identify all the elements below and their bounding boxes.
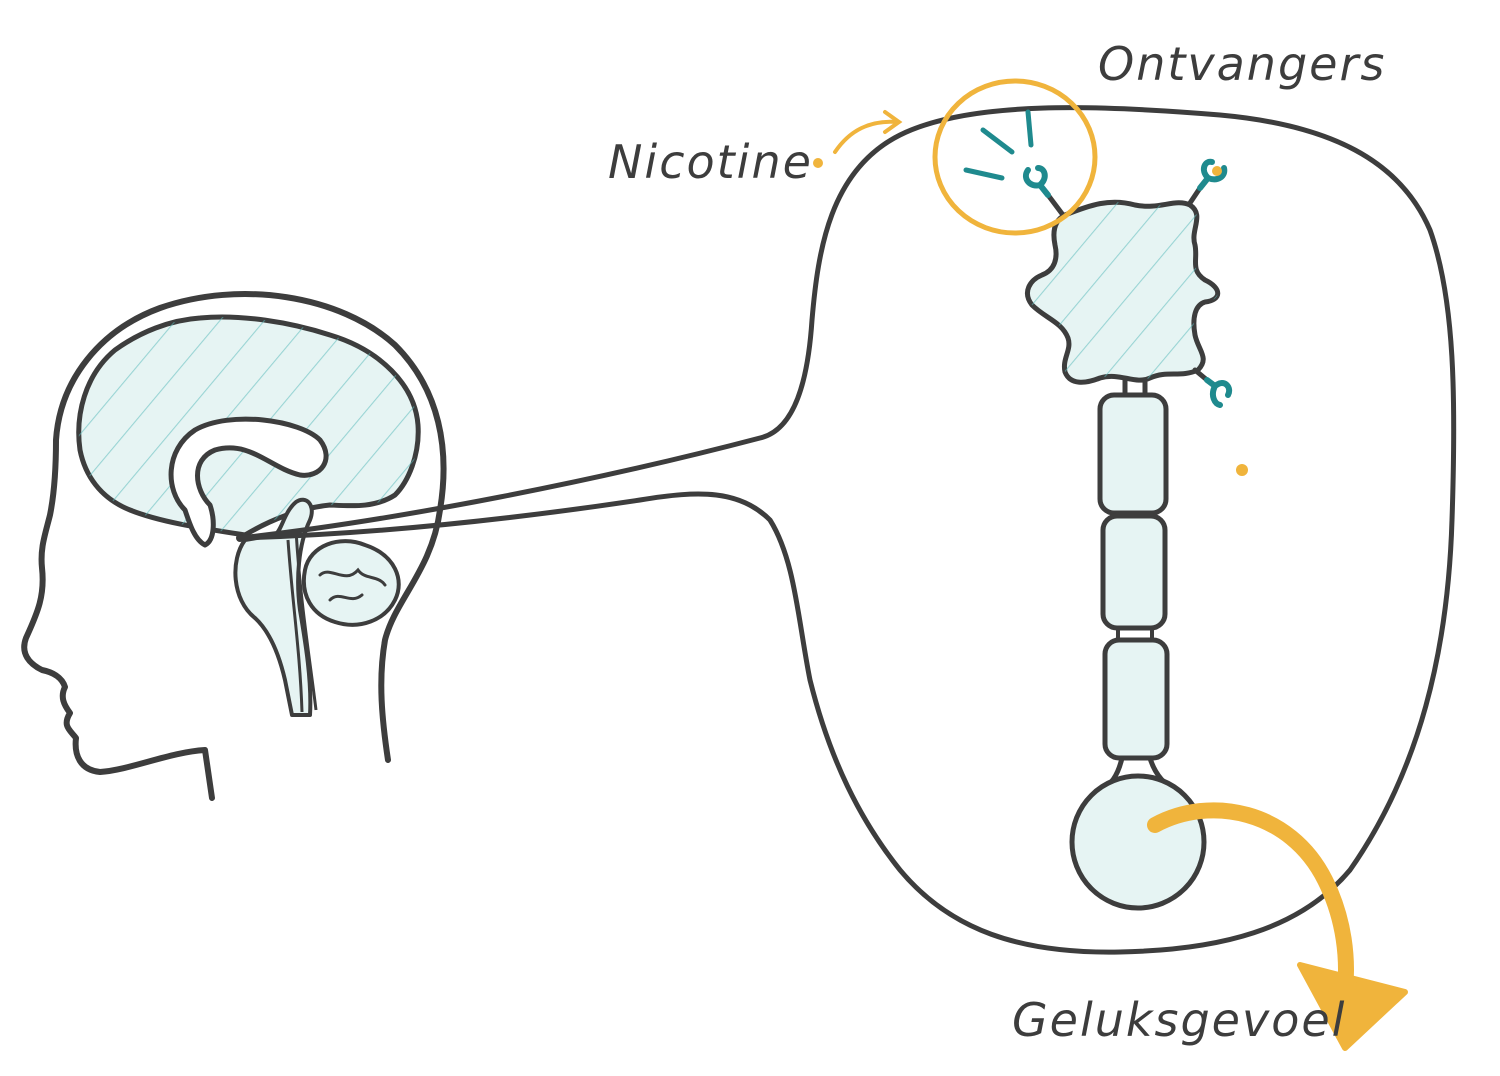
myelin-segment-3 xyxy=(1102,637,1170,761)
receptor-highlight-circle xyxy=(932,78,1098,236)
nicotine-arrow xyxy=(833,110,903,154)
head-illustration xyxy=(21,291,447,801)
zoom-callout xyxy=(237,105,1457,955)
myelin-segment-1 xyxy=(1097,392,1169,516)
axon-terminal xyxy=(1069,773,1207,911)
nicotine-dot xyxy=(1236,464,1248,476)
nicotine-dot xyxy=(813,158,823,168)
zoom-bubble-outline xyxy=(237,105,1457,955)
activation-lines xyxy=(963,109,1034,181)
label-receptors: Ontvangers xyxy=(1098,37,1386,91)
receptors xyxy=(963,109,1233,408)
myelin-segment-2 xyxy=(1100,513,1168,631)
cerebellum xyxy=(301,539,401,627)
happiness-arrow xyxy=(1147,802,1408,1051)
receptor-top-left xyxy=(1022,165,1066,218)
label-nicotine: Nicotine xyxy=(608,135,813,189)
brainstem xyxy=(233,497,314,717)
label-happiness: Geluksgevoel xyxy=(1012,993,1346,1047)
receptor-top-right xyxy=(1187,158,1228,206)
receptor-bottom-right xyxy=(1192,367,1233,408)
neuron xyxy=(1025,199,1221,911)
corpus-callosum xyxy=(168,416,329,548)
